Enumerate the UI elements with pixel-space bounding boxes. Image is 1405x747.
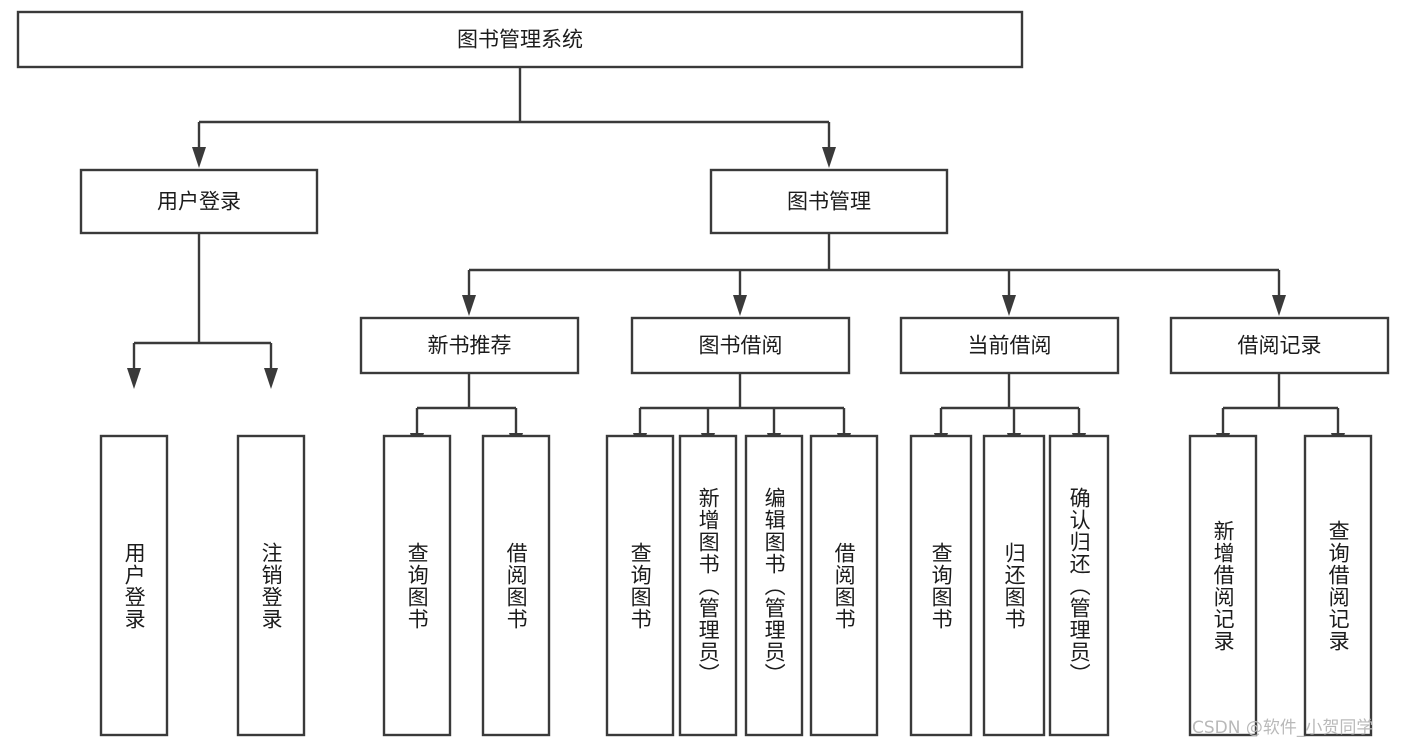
edge-book-mgmt-to-level3-arrow-2 [1002,295,1016,316]
edge-book-mgmt-to-level3-arrow-1 [733,295,747,316]
node-leaf-box-8[interactable] [909,434,973,737]
node-leaf-box-1[interactable] [236,434,306,737]
edge-root-to-level2-arrow-1 [822,147,836,168]
watermark-text: CSDN @软件_小贺同学 [1192,718,1374,738]
node-level3-box-2[interactable] [899,316,1120,375]
node-level3-label-3: 借阅记录 [1238,334,1322,358]
node-leaf-box-10[interactable] [1048,434,1110,737]
node-leaf-box-0[interactable] [99,434,169,737]
node-root-box[interactable] [16,10,1024,69]
node-leaf-box-12[interactable] [1303,434,1373,737]
node-root-label: 图书管理系统 [457,28,583,52]
edge-user-login-to-leaves-arrow-1 [264,368,278,389]
edge-book-mgmt-to-level3-arrow-3 [1272,295,1286,316]
node-level2-box-0[interactable] [79,168,319,235]
node-level3-box-3[interactable] [1169,316,1390,375]
node-leaf-box-3[interactable] [481,434,551,737]
node-leaf-box-9[interactable] [982,434,1046,737]
node-leaf-box-4[interactable] [605,434,675,737]
node-level3-box-1[interactable] [630,316,851,375]
edge-user-login-to-leaves-arrow-0 [127,368,141,389]
node-level2-label-0: 用户登录 [157,190,241,214]
node-level2-label-1: 图书管理 [787,190,871,214]
node-leaf-box-6[interactable] [744,434,804,737]
node-level3-label-1: 图书借阅 [699,334,783,358]
connector-edges-layer [127,67,1345,454]
edge-book-mgmt-to-level3-arrow-0 [462,295,476,316]
node-level3-box-0[interactable] [359,316,580,375]
node-level3-label-0: 新书推荐 [428,334,512,358]
node-level3-label-2: 当前借阅 [968,334,1052,358]
node-level2-box-1[interactable] [709,168,949,235]
node-leaf-box-7[interactable] [809,434,879,737]
node-boxes-layer [16,10,1390,737]
edge-root-to-level2-arrow-0 [192,147,206,168]
node-leaf-box-2[interactable] [382,434,452,737]
node-leaf-box-5[interactable] [678,434,738,737]
node-leaf-box-11[interactable] [1188,434,1258,737]
